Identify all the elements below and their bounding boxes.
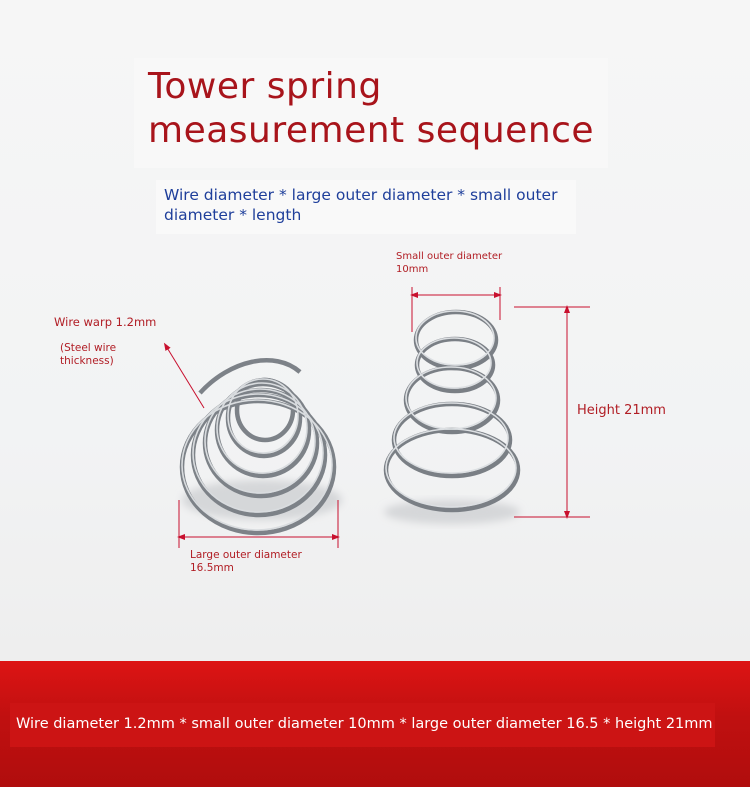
- large-od-dimension: [177, 500, 340, 548]
- steel-wire-label-2: thickness): [60, 355, 114, 367]
- steel-wire-label-1: (Steel wire: [60, 342, 117, 354]
- right-tower-spring: [383, 309, 521, 524]
- height-dimension: [514, 305, 590, 519]
- footer-spec-text: Wire diameter 1.2mm * small outer diamet…: [16, 716, 713, 732]
- small-od-label-1: Small outer diameter: [396, 251, 503, 262]
- wire-warp-arrow: [163, 342, 205, 409]
- footer-banner: Wire diameter 1.2mm * small outer diamet…: [0, 661, 750, 787]
- left-tower-spring: [179, 358, 342, 536]
- title-line-1: Tower spring: [148, 66, 382, 107]
- large-od-label-1: Large outer diameter: [190, 549, 302, 561]
- subtitle-panel: Wire diameter * large outer diameter * s…: [156, 180, 576, 234]
- title-line-2: measurement sequence: [148, 110, 595, 151]
- footer-spec-box: Wire diameter 1.2mm * small outer diamet…: [10, 703, 715, 747]
- wire-warp-label: Wire warp 1.2mm: [54, 315, 157, 329]
- subtitle-text: Wire diameter * large outer diameter * s…: [164, 186, 558, 224]
- height-label: Height 21mm: [577, 403, 666, 418]
- small-od-dimension: [410, 287, 502, 332]
- title-panel: Tower spring measurement sequence: [134, 58, 608, 168]
- large-od-label-2: 16.5mm: [190, 562, 234, 574]
- small-od-label-2: 10mm: [396, 264, 429, 275]
